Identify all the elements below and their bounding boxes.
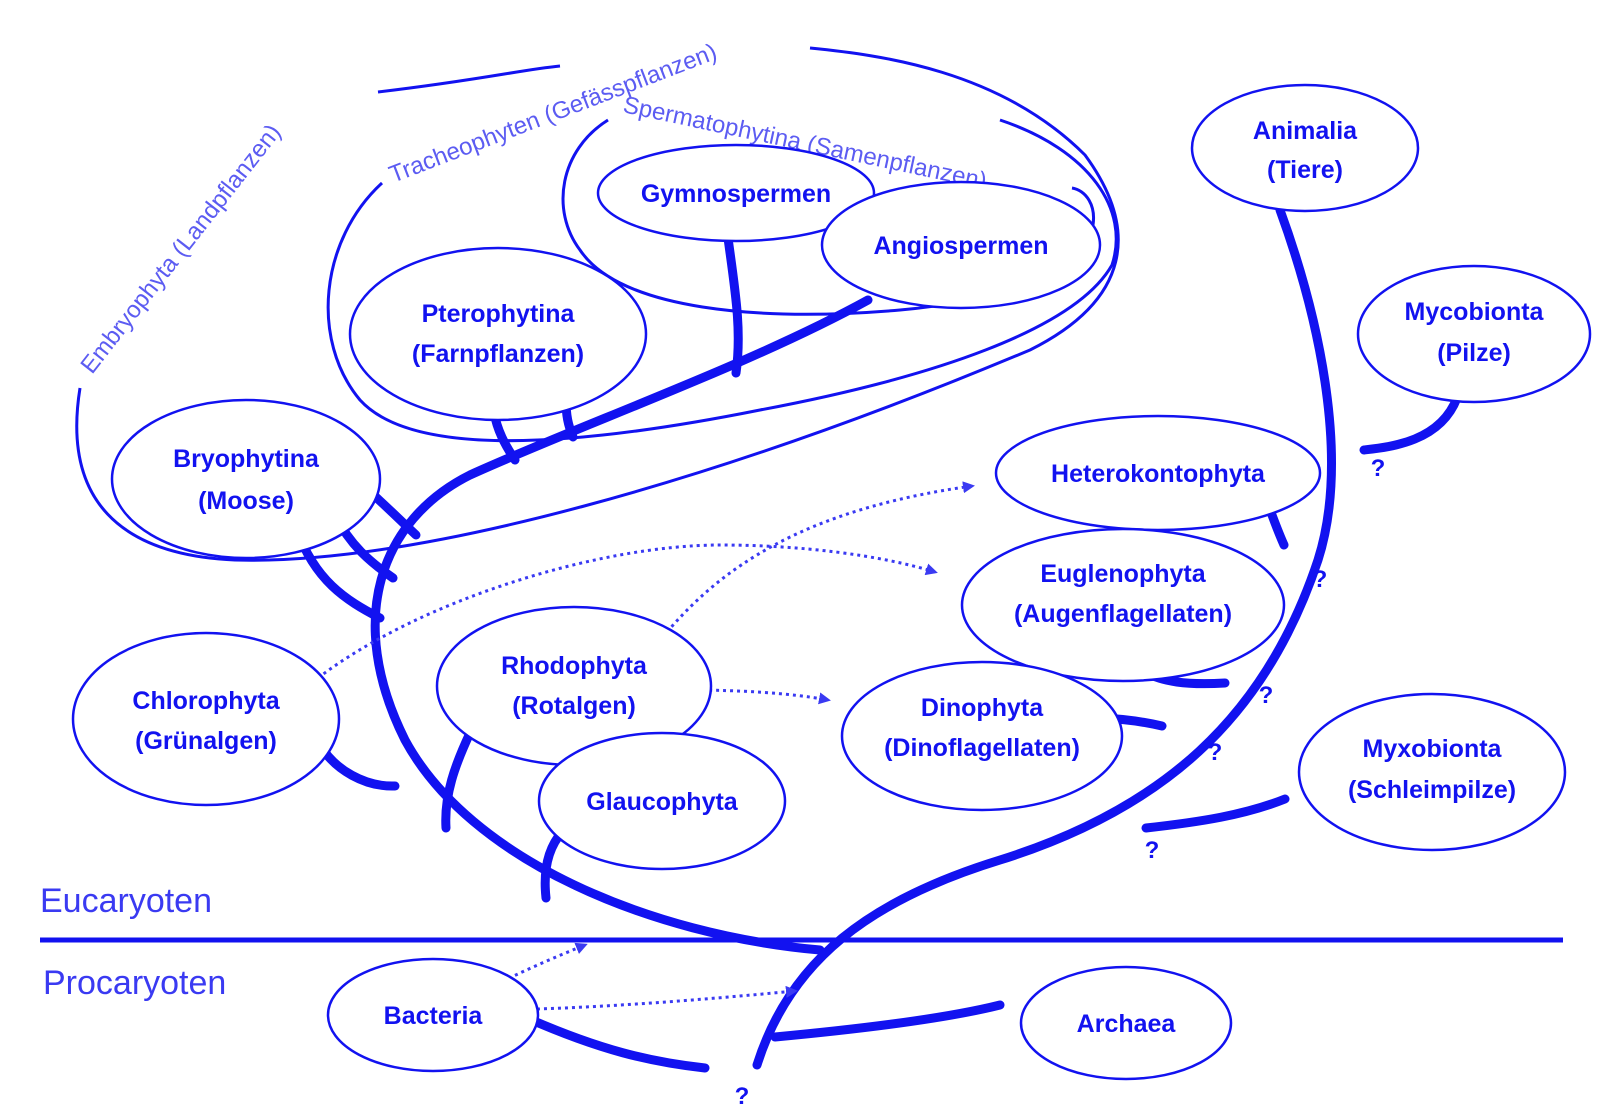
node-chlorophyta: Chlorophyta (Grünalgen) bbox=[71, 631, 341, 807]
node-bacteria-shape bbox=[326, 957, 540, 1073]
node-mycobionta-label-2: (Pilze) bbox=[1437, 339, 1511, 367]
eucaryoten-label: Eucaryoten bbox=[40, 882, 212, 920]
rhodophyta-to-dinophyta-arrow bbox=[687, 688, 831, 705]
node-animalia-label-1: Animalia bbox=[1253, 117, 1358, 145]
node-rhodophyta: Rhodophyta (Rotalgen) bbox=[435, 605, 713, 767]
node-gymnospermen-shape bbox=[596, 143, 876, 243]
chlorophyta-branch bbox=[315, 740, 400, 791]
node-gymnospermen-label: Gymnospermen bbox=[641, 180, 831, 208]
chlorophyta-to-euglenophyta-arrow bbox=[317, 543, 938, 680]
embryophyta-connector bbox=[377, 64, 561, 94]
bacteria-branch bbox=[522, 1013, 710, 1073]
node-heterokontophyta: Heterokontophyta bbox=[994, 414, 1322, 532]
node-archaea-shape bbox=[1019, 965, 1233, 1081]
gymnospermen-branch bbox=[723, 233, 743, 378]
node-myxobionta-label-2: (Schleimpilze) bbox=[1348, 776, 1516, 804]
node-angiospermen-shape bbox=[820, 180, 1102, 310]
uncertain-euglenophyta: ? bbox=[1259, 682, 1274, 709]
glaucophyta-branch bbox=[540, 827, 567, 903]
node-pterophytina-label-2: (Farnpflanzen) bbox=[412, 340, 584, 368]
node-chlorophyta-label-1: Chlorophyta bbox=[132, 687, 280, 715]
node-glaucophyta-shape bbox=[537, 731, 787, 871]
myxobionta-branch bbox=[1141, 794, 1290, 833]
animalia-branch bbox=[752, 205, 1336, 1070]
node-gymnospermen: Gymnospermen bbox=[596, 143, 876, 243]
rhodophyta-branch bbox=[441, 728, 475, 833]
node-euglenophyta-shape bbox=[960, 527, 1286, 683]
node-mycobionta-shape bbox=[1356, 264, 1592, 404]
node-myxobionta-shape bbox=[1297, 692, 1567, 852]
node-euglenophyta-label-1: Euglenophyta bbox=[1040, 560, 1206, 588]
node-mycobionta: Mycobionta (Pilze) bbox=[1356, 264, 1592, 404]
uncertain-myxobionta: ? bbox=[1145, 837, 1160, 864]
node-angiospermen: Angiospermen bbox=[820, 180, 1102, 310]
node-bryophytina-shape bbox=[110, 398, 382, 560]
node-dinophyta-label-2: (Dinoflagellaten) bbox=[884, 734, 1080, 762]
node-myxobionta: Myxobionta (Schleimpilze) bbox=[1297, 692, 1567, 852]
uncertain-heterokontophyta: ? bbox=[1313, 566, 1328, 593]
node-bryophytina-label-2: (Moose) bbox=[198, 487, 294, 515]
node-animalia: Animalia (Tiere) bbox=[1190, 83, 1420, 213]
endosymbiosis-arrows bbox=[317, 481, 975, 1012]
uncertain-dinophyta: ? bbox=[1208, 739, 1223, 766]
node-bacteria-label: Bacteria bbox=[384, 1002, 484, 1030]
mycobionta-branch bbox=[1359, 393, 1462, 455]
embryophyta-label: Embryophyta (Landpflanzen) bbox=[75, 119, 286, 378]
node-rhodophyta-label-1: Rhodophyta bbox=[501, 652, 648, 680]
node-bryophytina: Bryophytina (Moose) bbox=[110, 398, 382, 560]
bacteria-to-eukaryote-arrow-2 bbox=[501, 985, 798, 1012]
embryophyta-outline bbox=[75, 46, 1120, 562]
node-euglenophyta: Euglenophyta (Augenflagellaten) bbox=[960, 527, 1286, 683]
node-mycobionta-label-1: Mycobionta bbox=[1405, 298, 1545, 326]
node-chlorophyta-label-2: (Grünalgen) bbox=[135, 727, 277, 755]
node-glaucophyta: Glaucophyta bbox=[537, 731, 787, 871]
tracheophyten-outline bbox=[326, 118, 1118, 443]
node-myxobionta-label-1: Myxobionta bbox=[1363, 735, 1503, 763]
node-pterophytina: Pterophytina (Farnpflanzen) bbox=[348, 246, 648, 422]
node-bryophytina-label-1: Bryophytina bbox=[173, 445, 320, 473]
node-pterophytina-shape bbox=[348, 246, 648, 422]
node-euglenophyta-label-2: (Augenflagellaten) bbox=[1014, 600, 1232, 628]
node-archaea: Archaea bbox=[1019, 965, 1233, 1081]
uncertainty-marks: ? ? ? ? ? ? bbox=[735, 455, 1386, 1110]
rhodophyta-to-heterokontophyta-arrow bbox=[665, 481, 975, 633]
node-pterophytina-label-1: Pterophytina bbox=[422, 300, 576, 328]
archaea-branch bbox=[770, 1000, 1005, 1042]
node-heterokontophyta-label: Heterokontophyta bbox=[1051, 460, 1266, 488]
uncertain-bacteria: ? bbox=[735, 1083, 750, 1110]
node-bacteria: Bacteria bbox=[326, 957, 540, 1073]
branches bbox=[292, 205, 1462, 1073]
bacteria-to-eukaryote-arrow-1 bbox=[489, 942, 588, 990]
node-rhodophyta-label-2: (Rotalgen) bbox=[512, 692, 636, 720]
node-glaucophyta-label: Glaucophyta bbox=[586, 788, 739, 816]
node-chlorophyta-shape bbox=[71, 631, 341, 807]
eukaryote-trunk bbox=[370, 295, 873, 955]
procaryoten-label: Procaryoten bbox=[43, 964, 226, 1002]
node-animalia-label-2: (Tiere) bbox=[1267, 156, 1343, 184]
node-dinophyta-label-1: Dinophyta bbox=[921, 694, 1044, 722]
node-archaea-label: Archaea bbox=[1077, 1010, 1177, 1038]
node-dinophyta-shape bbox=[840, 660, 1124, 812]
node-animalia-shape bbox=[1190, 83, 1420, 213]
node-angiospermen-label: Angiospermen bbox=[873, 232, 1048, 260]
node-dinophyta: Dinophyta (Dinoflagellaten) bbox=[840, 660, 1124, 812]
uncertain-mycobionta: ? bbox=[1371, 455, 1386, 482]
